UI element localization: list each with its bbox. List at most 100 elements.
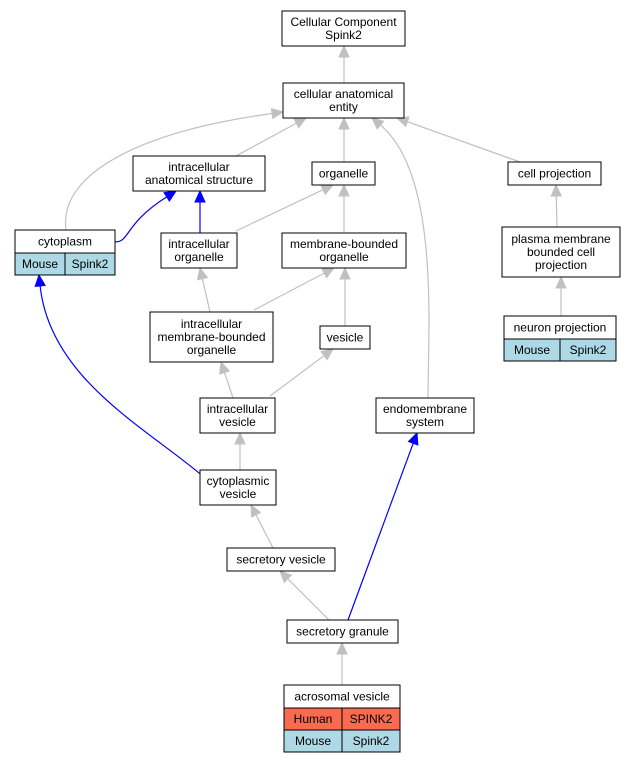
edge-cytoplasm-to-ias bbox=[114, 190, 178, 243]
arrowhead-icon bbox=[550, 183, 563, 197]
arrowhead-icon bbox=[371, 117, 385, 130]
edge-line bbox=[555, 195, 558, 228]
gene-cell bbox=[559, 338, 617, 362]
edge-line bbox=[253, 272, 325, 311]
term-label-line: organelle bbox=[187, 343, 237, 357]
edge-organelle-to-cae bbox=[338, 116, 350, 162]
term-node-organelle[interactable]: organelle bbox=[311, 161, 376, 186]
arrowhead-icon bbox=[196, 266, 209, 281]
edge-neuronproj-to-pmbcp bbox=[555, 275, 567, 316]
term-label-line: bounded cell bbox=[527, 245, 595, 259]
edge-imbo-to-io bbox=[196, 266, 211, 313]
arrowhead-icon bbox=[279, 570, 293, 584]
edge-line bbox=[201, 278, 211, 313]
term-node-vesicle[interactable]: vesicle bbox=[319, 325, 371, 350]
term-node-sg[interactable]: secretory granule bbox=[286, 619, 399, 644]
edge-iv-to-imbo bbox=[219, 360, 234, 399]
edge-pmbcp-to-cellproj bbox=[550, 183, 563, 228]
term-label-line: intracellular bbox=[181, 317, 242, 331]
edge-line bbox=[269, 355, 325, 397]
edge-cellproj-to-cae bbox=[395, 116, 521, 163]
edge-line bbox=[287, 578, 330, 621]
arrowhead-icon bbox=[338, 183, 350, 197]
term-label-line: vesicle bbox=[219, 415, 256, 429]
term-box bbox=[199, 397, 276, 434]
term-label-line: Spink2 bbox=[325, 28, 362, 42]
term-label-line: organelle bbox=[319, 250, 369, 264]
edge-io-to-organelle bbox=[235, 184, 335, 232]
term-box bbox=[311, 161, 376, 186]
edge-line bbox=[407, 121, 521, 163]
term-label-line: cell projection bbox=[518, 167, 591, 181]
term-label-line: Cellular Component bbox=[290, 15, 397, 29]
edge-line bbox=[114, 196, 168, 243]
edge-line bbox=[235, 189, 324, 232]
gene-label: Spink2 bbox=[570, 343, 607, 357]
term-node-cellproj[interactable]: cell projection bbox=[507, 161, 602, 186]
edge-line bbox=[347, 443, 414, 621]
edge-ias-to-cae bbox=[235, 117, 308, 157]
arrowhead-icon bbox=[555, 275, 567, 289]
arrowhead-icon bbox=[407, 431, 419, 446]
term-node-sv[interactable]: secretory vesicle bbox=[226, 547, 336, 572]
term-box bbox=[281, 232, 407, 269]
term-box bbox=[132, 155, 266, 192]
term-label-line: neuron projection bbox=[514, 321, 607, 335]
arrowhead-icon bbox=[320, 348, 334, 361]
edge-line bbox=[223, 372, 234, 399]
species-label: Human bbox=[294, 712, 333, 726]
term-box bbox=[501, 226, 621, 278]
edges-layer bbox=[34, 44, 567, 685]
arrowhead-icon bbox=[194, 189, 206, 203]
term-label-line: plasma membrane bbox=[511, 232, 611, 246]
arrowhead-icon bbox=[34, 273, 46, 288]
term-label-line: secretory granule bbox=[296, 625, 389, 639]
term-label-line: intracellular bbox=[168, 237, 229, 251]
term-label-line: organelle bbox=[174, 250, 224, 264]
arrowhead-icon bbox=[250, 503, 262, 518]
term-label-line: acrosomal vesicle bbox=[294, 690, 390, 704]
term-box bbox=[199, 469, 277, 506]
term-label-line: cytoplasm bbox=[38, 235, 92, 249]
edge-line bbox=[65, 112, 273, 231]
edge-av-to-sg bbox=[336, 641, 348, 685]
term-label-line: intracellular bbox=[168, 160, 229, 174]
term-label-line: organelle bbox=[319, 167, 369, 181]
term-box bbox=[286, 619, 399, 644]
arrowhead-icon bbox=[336, 641, 348, 655]
edge-cv-to-iv bbox=[234, 431, 246, 470]
gene-cell bbox=[341, 729, 401, 753]
term-label-line: vesicle bbox=[327, 331, 364, 345]
edge-vesicle-to-mbo bbox=[339, 266, 351, 326]
edge-cae-to-cc bbox=[338, 44, 350, 83]
edge-sg-to-es bbox=[347, 431, 419, 621]
term-label-line: cytoplasmic bbox=[207, 474, 270, 488]
edge-mbo-to-organelle bbox=[338, 183, 350, 233]
term-box bbox=[282, 82, 405, 119]
edge-io-to-ias bbox=[194, 189, 206, 233]
edge-cytoplasm-to-cae bbox=[65, 107, 285, 231]
arrowhead-icon bbox=[219, 360, 231, 375]
edge-line bbox=[235, 122, 297, 157]
term-box bbox=[375, 397, 475, 434]
term-box bbox=[319, 325, 371, 350]
term-box bbox=[281, 10, 406, 47]
